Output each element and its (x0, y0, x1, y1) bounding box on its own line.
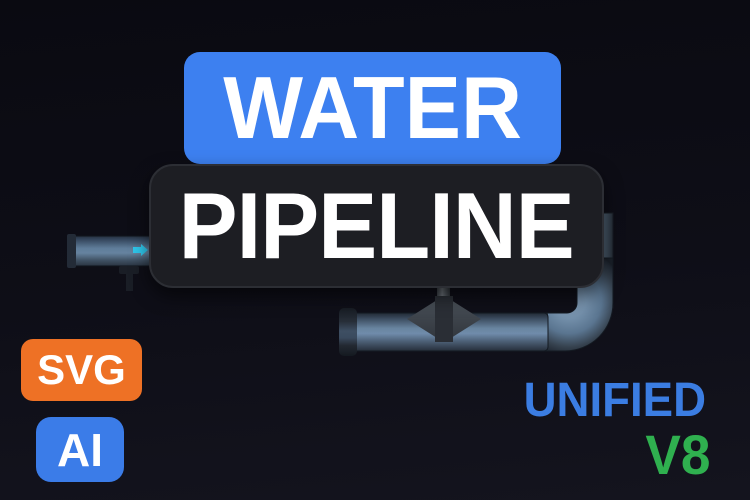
main-pipe (339, 285, 549, 356)
title-plate-water: WATER (184, 52, 561, 164)
pipe-support-stem (126, 272, 133, 291)
svg-badge: SVG (21, 339, 142, 401)
butterfly-valve-icon (407, 296, 481, 342)
title-word-water: WATER (223, 58, 522, 157)
flow-arrow-icon (133, 244, 148, 256)
pipe-flange-icon (339, 308, 357, 356)
ai-badge-label: AI (57, 423, 103, 476)
unified-label: UNIFIED (523, 374, 706, 427)
title-plate-pipeline: PIPELINE (149, 164, 604, 288)
title-word-pipeline: PIPELINE (178, 173, 575, 278)
svg-badge-label: SVG (37, 346, 126, 393)
left-pipe-cap (67, 234, 76, 268)
pipe-support-bracket (119, 266, 139, 274)
ai-badge: AI (36, 417, 124, 482)
version-label: V8 (644, 423, 710, 486)
left-pipe (67, 234, 155, 291)
